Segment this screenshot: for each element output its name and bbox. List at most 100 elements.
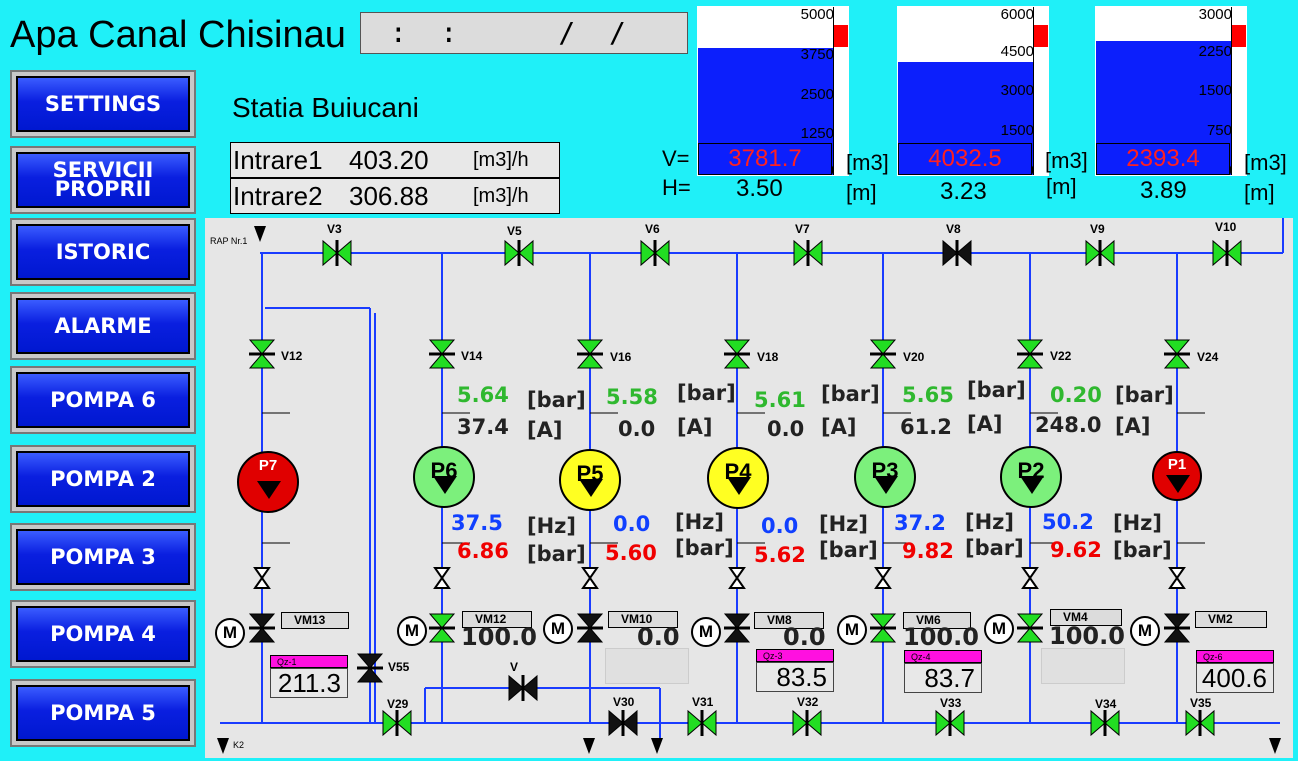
intrare1-label: Intrare1 [233, 145, 323, 175]
pump-p3[interactable]: P3 [854, 446, 916, 508]
intrare1-value: 403.20 [349, 145, 429, 175]
valve-v12-label[interactable]: V12 [281, 349, 303, 363]
pump-direction-icon [257, 481, 281, 499]
vm8-tag[interactable]: VM8 [754, 612, 824, 629]
p5-bar-unit: [bar] [677, 381, 736, 405]
valve-v6-label[interactable]: V6 [645, 222, 660, 236]
check-valve-icon [434, 567, 450, 589]
p6-hz-unit: [Hz] [527, 514, 576, 538]
p6-bar-unit: [bar] [527, 388, 586, 412]
tank-3-volume-unit: [m3] [1244, 150, 1287, 175]
qz3-label: Qz-3 [756, 649, 834, 662]
valve-v9-icon [1084, 238, 1116, 268]
pompa-6-button[interactable]: POMPA 6 [10, 366, 196, 434]
valve-v5-icon [503, 238, 535, 268]
pump-p2[interactable]: P2 [1000, 446, 1062, 508]
settings-button[interactable]: SETTINGS [10, 70, 196, 138]
pump-direction-icon [579, 479, 603, 497]
valve-v22-label[interactable]: V22 [1050, 349, 1072, 363]
check-valve-icon [254, 567, 270, 589]
p6-a-unit: [A] [527, 418, 563, 442]
valve-v35-label[interactable]: V35 [1190, 696, 1212, 710]
check-valve-icon [729, 567, 745, 589]
pump-direction-icon [727, 477, 751, 495]
p2-discharge-pressure: 9.62 [1050, 538, 1102, 562]
pump-direction-icon [1166, 475, 1190, 493]
valve-v55-label[interactable]: V55 [388, 660, 410, 674]
p6-frequency: 37.5 [451, 511, 503, 535]
p3-hz-unit: [Hz] [965, 510, 1014, 534]
valve-v7-label[interactable]: V7 [795, 222, 810, 236]
qz1-value: 211.3 [270, 668, 348, 698]
p4-frequency: 0.0 [761, 514, 799, 538]
valve-v29-label[interactable]: V29 [387, 697, 409, 711]
p2-current: 248.0 [1035, 413, 1102, 437]
p6-discharge-pressure: 6.86 [457, 539, 509, 563]
valve-v30-icon [607, 708, 639, 738]
vm4-tag[interactable]: VM4 [1050, 609, 1122, 626]
vm10-tag[interactable]: VM10 [608, 611, 678, 628]
p4-bar-unit: [bar] [821, 382, 880, 406]
pump-p6[interactable]: P6 [413, 446, 475, 508]
p5-hz-unit: [Hz] [675, 510, 724, 534]
pompa-2-button[interactable]: POMPA 2 [10, 445, 196, 513]
p5-a-unit: [A] [677, 415, 713, 439]
valve-v18-label[interactable]: V18 [757, 350, 779, 364]
valve-v-label[interactable]: V [510, 660, 519, 674]
servicii-proprii-button[interactable]: SERVICII PROPRII [10, 146, 196, 214]
motor-icon: M [397, 616, 427, 646]
valve-v20-label[interactable]: V20 [903, 350, 925, 364]
valve-v8-icon [941, 238, 973, 268]
valve-v14-label[interactable]: V14 [461, 349, 483, 363]
tank-3-height-unit: [m] [1244, 180, 1275, 205]
valve-v8-label[interactable]: V8 [946, 222, 961, 236]
tank-1-tick: 1250 [800, 125, 834, 142]
valve-v16-label[interactable]: V16 [610, 350, 632, 364]
intrare1-unit: [m3]/h [473, 149, 529, 171]
pump-p5[interactable]: P5 [559, 449, 621, 511]
motor-valve-vm2-icon [1162, 612, 1192, 644]
pump-p4[interactable]: P4 [707, 447, 769, 509]
valve-v33-icon [934, 708, 966, 738]
valve-v9-label[interactable]: V9 [1090, 222, 1105, 236]
pump-p1[interactable]: P1 [1152, 451, 1202, 501]
valve-v29-icon [381, 708, 413, 738]
pump-p7[interactable]: P7 [237, 451, 299, 513]
pompa-5-button[interactable]: POMPA 5 [10, 679, 196, 747]
motor-icon: M [543, 614, 573, 644]
motor-icon: M [837, 615, 867, 645]
k2-label: K2 [233, 740, 245, 750]
valve-v33-label[interactable]: V33 [940, 696, 962, 710]
p6-bar-unit-out: [bar] [527, 542, 586, 566]
pump-direction-icon [1020, 476, 1044, 494]
istoric-label: ISTORIC [16, 224, 190, 280]
vm13-tag[interactable]: VM13 [281, 612, 349, 629]
tank-3-tick: 3000 [1198, 6, 1232, 23]
pompa-2-label: POMPA 2 [16, 451, 190, 507]
valve-v32-label[interactable]: V32 [797, 695, 819, 709]
vm12-tag[interactable]: VM12 [462, 611, 532, 628]
p3-current: 61.2 [900, 415, 952, 439]
vm6-tag[interactable]: VM6 [903, 612, 971, 629]
istoric-button[interactable]: ISTORIC [10, 218, 196, 286]
valve-v31-label[interactable]: V31 [692, 695, 714, 709]
valve-v10-label[interactable]: V10 [1215, 220, 1237, 234]
motor-valve-vm13-icon [247, 612, 277, 644]
tank-1-high-alarm [834, 25, 848, 47]
vm2-tag[interactable]: VM2 [1195, 611, 1267, 628]
alarme-button[interactable]: ALARME [10, 292, 196, 360]
valve-v30-label[interactable]: V30 [613, 695, 635, 709]
valve-v24-label[interactable]: V24 [1197, 350, 1219, 364]
intrare1-readout: Intrare1 403.20 [m3]/h [230, 142, 560, 178]
pompa-4-button[interactable]: POMPA 4 [10, 600, 196, 668]
outlet-arrow-icon [651, 738, 663, 754]
tank-2-tick: 1500 [1000, 122, 1034, 139]
valve-v5-label[interactable]: V5 [507, 224, 522, 238]
valve-v34-label[interactable]: V34 [1095, 697, 1117, 711]
valve-v3-label[interactable]: V3 [327, 222, 342, 236]
check-valve-icon [582, 567, 598, 589]
tank-2-high-alarm [1034, 25, 1048, 47]
pompa-3-button[interactable]: POMPA 3 [10, 523, 196, 591]
motor-valve-vm8-icon [722, 612, 752, 644]
p4-discharge-pressure: 5.62 [754, 543, 806, 567]
